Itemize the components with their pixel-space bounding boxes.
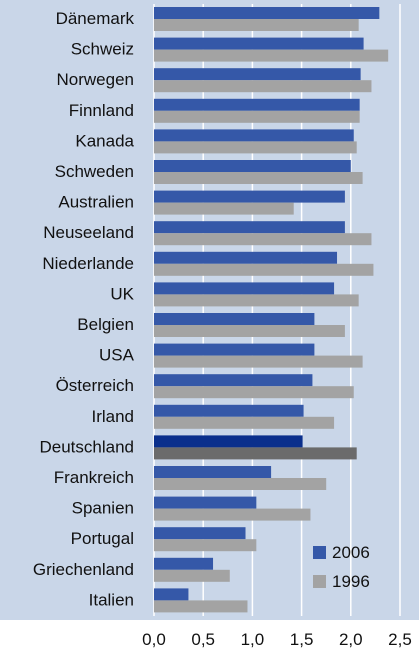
category-label: Kanada <box>75 131 134 150</box>
bar-2006 <box>154 98 360 111</box>
bar-1996 <box>154 355 363 368</box>
bar-1996 <box>154 416 335 429</box>
bar-2006 <box>154 160 351 172</box>
bar-2006 <box>154 68 361 81</box>
category-label: Dänemark <box>56 9 135 28</box>
bar-1996 <box>154 110 360 123</box>
category-label: USA <box>99 346 135 365</box>
bar-1996 <box>154 49 389 62</box>
category-label: Griechenland <box>33 560 134 579</box>
x-tick-label: 2,5 <box>388 630 412 649</box>
category-label: Irland <box>91 407 134 426</box>
category-labels: DänemarkSchweizNorwegenFinnlandKanadaSch… <box>33 9 135 609</box>
bar-1996 <box>154 325 345 337</box>
legend-swatch <box>313 546 326 559</box>
category-label: Australien <box>58 193 134 212</box>
bar-2006 <box>154 37 364 50</box>
bar-1996 <box>154 508 311 521</box>
bar-2006 <box>154 343 315 356</box>
category-label: Portugal <box>71 529 134 548</box>
category-label: Belgien <box>77 315 134 334</box>
bar-1996 <box>154 172 363 184</box>
category-label: Spanien <box>72 499 134 518</box>
bar-1996 <box>154 202 294 215</box>
bar-2006 <box>154 404 304 417</box>
bar-1996 <box>154 478 327 490</box>
legend: 2006 1996 <box>313 543 370 591</box>
bar-1996 <box>154 294 359 307</box>
bar-2006 <box>154 190 345 203</box>
bar-1996 <box>154 569 230 582</box>
category-label: Schweiz <box>71 40 134 59</box>
bar-2006 <box>154 435 303 448</box>
bar-1996 <box>154 19 359 31</box>
legend-label: 2006 <box>332 543 370 562</box>
bar-2006 <box>154 313 315 325</box>
legend-swatch <box>313 575 326 588</box>
bar-2006 <box>154 374 313 387</box>
x-tick-label: 1,0 <box>241 630 265 649</box>
x-axis-ticks: 0,0 0,5 1,0 1,5 2,0 2,5 <box>142 630 412 649</box>
bar-2006 <box>154 7 380 19</box>
bar-2006 <box>154 251 338 264</box>
category-label: Österreich <box>56 376 134 395</box>
x-tick-label: 2,0 <box>339 630 363 649</box>
category-label: Finnland <box>69 101 134 120</box>
bar-1996 <box>154 600 248 613</box>
bar-1996 <box>154 263 374 276</box>
category-label: Norwegen <box>57 70 135 89</box>
category-label: Niederlande <box>42 254 134 273</box>
category-label: Frankreich <box>54 468 134 487</box>
category-label: UK <box>110 284 134 303</box>
category-label: Deutschland <box>39 437 134 456</box>
bars <box>154 7 389 613</box>
x-tick-label: 0,0 <box>142 630 166 649</box>
bar-1996 <box>154 539 257 552</box>
bar-2006 <box>154 466 272 478</box>
bar-1996 <box>154 447 357 460</box>
bar-2006 <box>154 221 345 234</box>
x-tick-label: 0,5 <box>191 630 215 649</box>
bar-2006 <box>154 557 214 570</box>
bar-2006 <box>154 282 335 295</box>
bar-1996 <box>154 80 372 93</box>
category-label: Schweden <box>55 162 134 181</box>
chart-background <box>0 0 419 620</box>
bar-1996 <box>154 141 357 154</box>
bar-1996 <box>154 386 354 399</box>
category-label: Neuseeland <box>43 223 134 242</box>
bar-2006 <box>154 527 246 540</box>
bar-2006 <box>154 129 354 142</box>
category-label: Italien <box>89 590 134 609</box>
bar-2006 <box>154 588 189 601</box>
bar-1996 <box>154 233 372 246</box>
legend-label: 1996 <box>332 572 370 591</box>
x-tick-label: 1,5 <box>290 630 314 649</box>
bar-2006 <box>154 496 257 509</box>
